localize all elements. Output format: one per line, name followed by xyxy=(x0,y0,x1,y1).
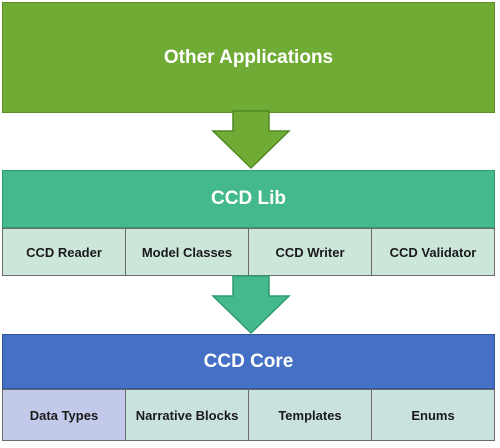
ccd-lib-components: CCD Reader Model Classes CCD Writer CCD … xyxy=(2,228,495,276)
down-arrow-apps-to-lib xyxy=(211,110,291,170)
model-classes-component: Model Classes xyxy=(126,228,249,276)
other-applications-label: Other Applications xyxy=(163,46,334,68)
ccd-core-layer: CCD Core xyxy=(2,334,495,389)
ccd-lib-label: CCD Lib xyxy=(211,188,286,209)
ccd-lib-layer: CCD Lib xyxy=(2,170,495,228)
ccd-validator-component: CCD Validator xyxy=(372,228,495,276)
other-applications-layer: Other Applications xyxy=(2,2,495,113)
ccd-writer-component: CCD Writer xyxy=(249,228,372,276)
down-arrow-lib-to-core xyxy=(211,275,291,335)
ccd-core-components: Data Types Narrative Blocks Templates En… xyxy=(2,389,495,441)
templates-component: Templates xyxy=(249,389,372,441)
narrative-blocks-component: Narrative Blocks xyxy=(126,389,249,441)
ccd-reader-component: CCD Reader xyxy=(2,228,126,276)
ccd-core-label: CCD Core xyxy=(203,350,294,372)
data-types-component: Data Types xyxy=(2,389,126,441)
enums-component: Enums xyxy=(372,389,495,441)
